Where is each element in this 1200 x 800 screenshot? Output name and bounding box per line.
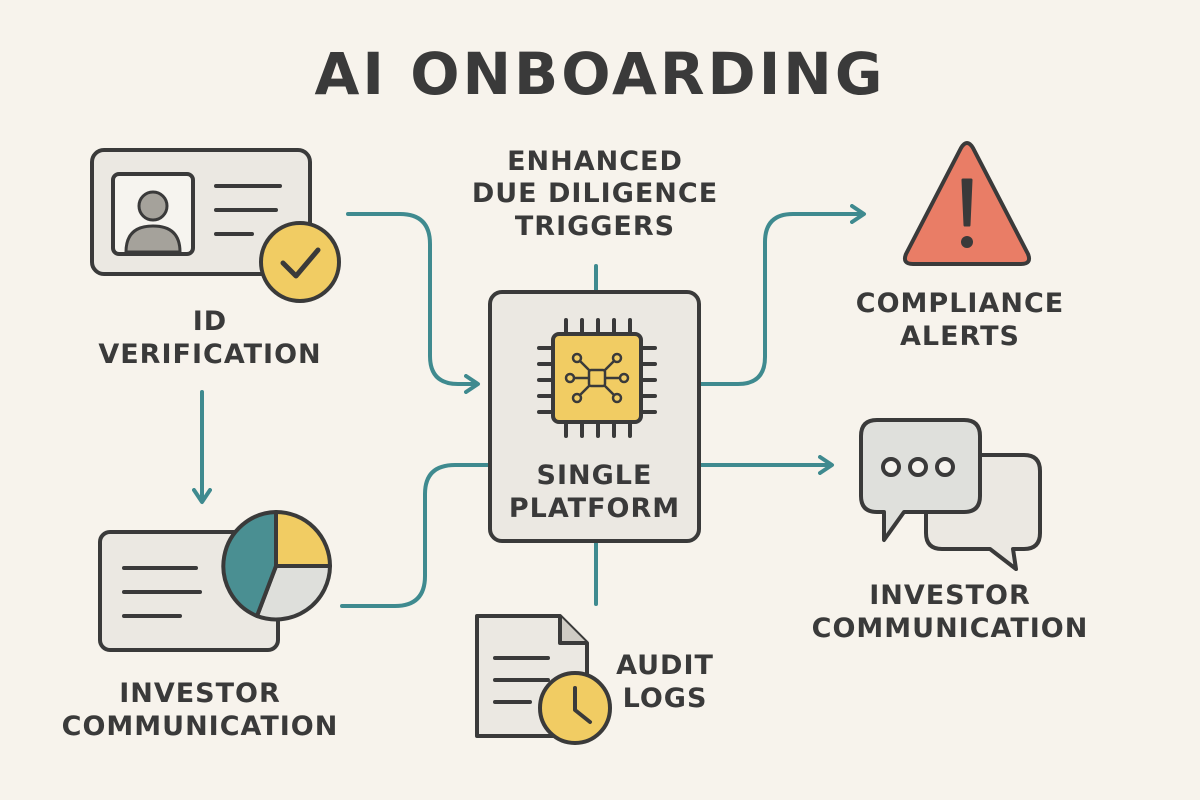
arrow-id-to-platform [346,212,480,394]
label-single-platform: SINGLE PLATFORM [508,460,681,524]
label-audit-logs: AUDIT LOGS [616,650,714,714]
id-card-icon [90,148,312,276]
label-enhanced-due-diligence: ENHANCED DUE DILIGENCE TRIGGERS [471,146,719,242]
label-investor-communication-left: INVESTOR COMMUNICATION [61,678,339,742]
pie-chart-document-icon [98,510,332,652]
chip-icon [537,318,657,438]
diagram-title: AI ONBOARDING [314,40,886,108]
connector-investor-to-platform [340,463,492,608]
pie-chart-icon [221,510,332,622]
arrow-platform-to-compliance [697,204,866,386]
connectors [192,204,866,608]
label-id-verification: ID VERIFICATION [98,306,322,370]
document-clock-icon [475,614,612,745]
label-compliance-alerts: COMPLIANCE ALERTS [855,288,1065,352]
checkmark-badge-icon [259,221,341,303]
chat-bubbles-icon [859,418,1042,571]
warning-triangle-icon [902,141,1032,266]
label-investor-communication-right: INVESTOR COMMUNICATION [811,580,1089,644]
